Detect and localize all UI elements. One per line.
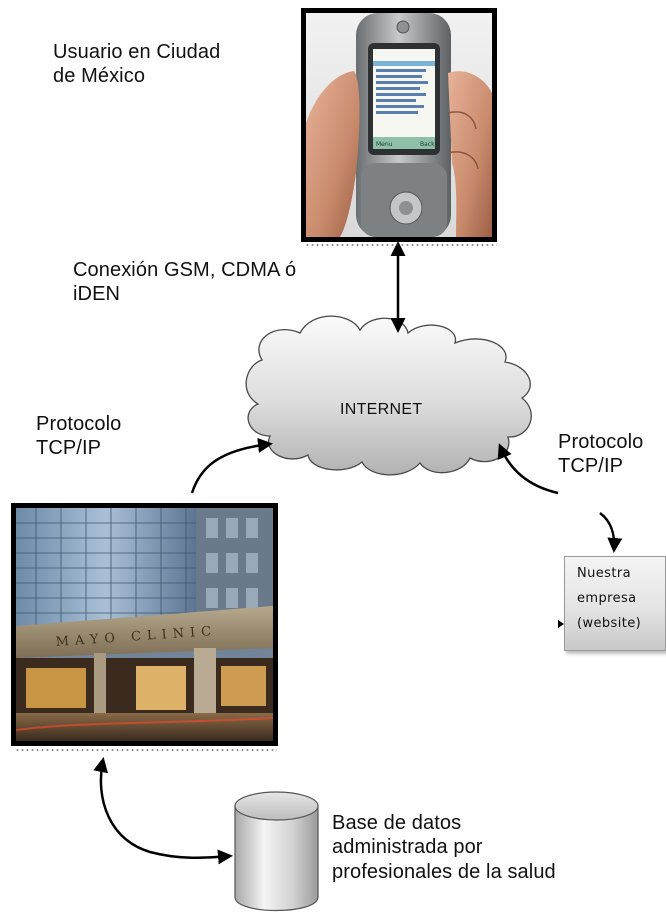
building-database-connector [93,757,233,865]
phone-photo: Menu Back [301,8,497,242]
building-internet-connector [190,437,273,494]
internet-website-connector [599,512,623,553]
internet-label: INTERNET [340,401,423,418]
soft-key-back: Back [420,141,435,148]
building-photo-shadow [15,748,277,752]
phone-photo-shadow [305,243,497,247]
protocol-left-label: Protocolo TCP/IP [36,413,122,460]
website-line-2: empresa [577,591,637,606]
connection-types-label: Conexión GSM, CDMA ó iDEN [73,259,297,306]
database-cylinder [234,791,319,911]
user-location-label: Usuario en Ciudad de México [53,41,221,88]
building-photo: MAYO CLINIC [11,503,278,746]
website-box: Nuestra empresa (website) [564,556,666,651]
database-label: Base de datos administrada por profesion… [332,812,556,883]
website-line-1: Nuestra [577,566,631,581]
website-line-3: (website) [577,616,642,631]
soft-key-menu: Menu [376,141,393,148]
protocol-right-label: Protocolo TCP/IP [558,431,644,478]
internet-cloud [245,315,532,476]
website-internet-connector [497,443,559,495]
